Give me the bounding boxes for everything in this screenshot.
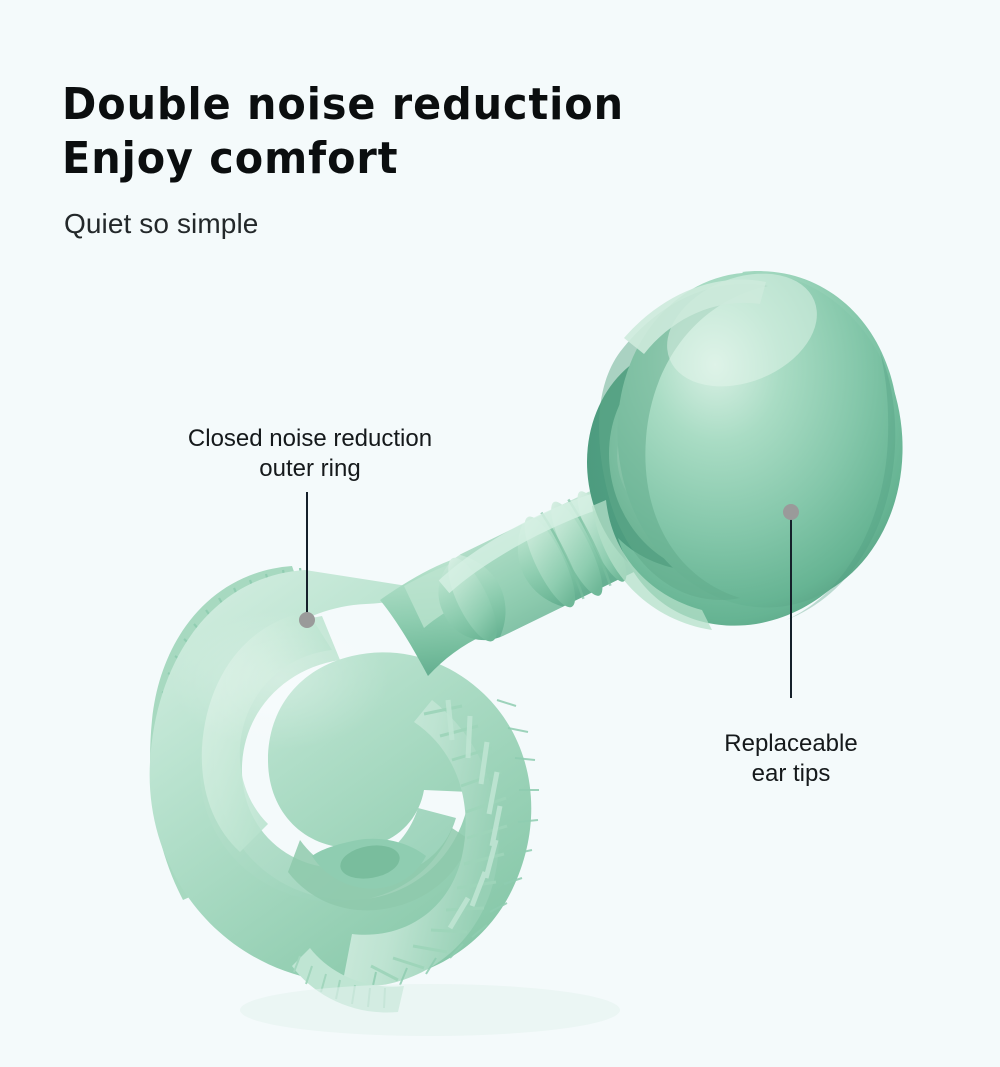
callout-dot-right bbox=[783, 504, 799, 520]
ring-ribs-upper bbox=[150, 566, 308, 900]
annotation-right-line-1: Replaceable bbox=[724, 730, 858, 757]
leader-line-left bbox=[306, 492, 308, 620]
outer-ring-group bbox=[149, 566, 539, 1013]
ring-tread-lower bbox=[342, 699, 539, 991]
connecting-arm bbox=[380, 548, 520, 676]
headline-line-1: Double noise reduction bbox=[62, 79, 625, 130]
callout-dot-left bbox=[299, 612, 315, 628]
nozzle-stem bbox=[438, 481, 656, 642]
ring-tip-ribs bbox=[292, 948, 404, 1013]
headline-line-2: Enjoy comfort bbox=[62, 133, 399, 184]
ring-gap-shadow bbox=[288, 828, 470, 911]
ring-inner-surface bbox=[199, 616, 457, 903]
ring-upper-face bbox=[201, 612, 332, 852]
annotation-left-line-2: outer ring bbox=[259, 455, 361, 482]
annotation-replaceable-ear-tips: Replaceable ear tips bbox=[691, 729, 891, 789]
headline: Double noise reduction Enjoy comfort bbox=[62, 78, 762, 186]
leader-line-right bbox=[790, 512, 792, 698]
annotation-left-line-1: Closed noise reduction bbox=[187, 425, 433, 452]
annotation-closed-noise-reduction-outer-ring: Closed noise reduction outer ring bbox=[160, 424, 460, 484]
subtitle: Quiet so simple bbox=[64, 208, 259, 239]
ear-tip bbox=[587, 271, 903, 630]
stem-bands bbox=[448, 481, 652, 642]
annotation-right-line-2: ear tips bbox=[751, 760, 831, 787]
ring-body bbox=[149, 570, 532, 984]
ring-end-cap bbox=[312, 838, 426, 889]
